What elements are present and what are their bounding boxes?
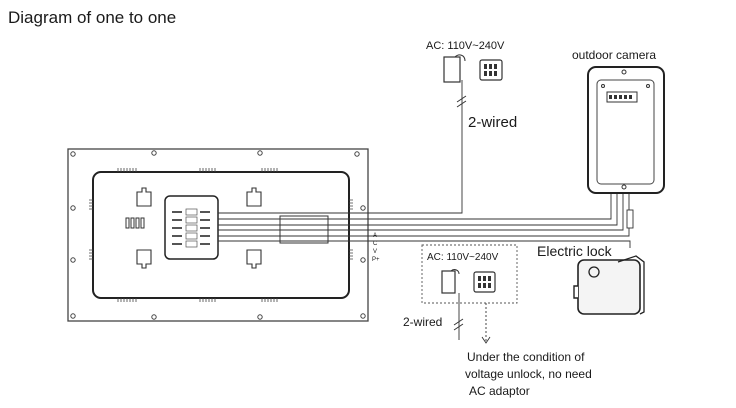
terminal-letter-p-plus: P+ (372, 257, 380, 263)
note-line-1: Under the condition of (467, 350, 585, 364)
plug-outlet-bottom (473, 271, 496, 293)
adaptor-body-top (443, 56, 461, 83)
mounting-tabs (136, 187, 262, 269)
terminal-letter-c: C (373, 241, 378, 247)
note-line-3: AC adaptor (469, 384, 530, 398)
diagram-title: Diagram of one to one (8, 8, 176, 27)
ac-label-bottom: AC: 110V~240V (427, 252, 499, 263)
terminal-letters: A C V P+ (372, 233, 380, 263)
terminal-letter-v: V (373, 249, 377, 255)
mounting-holes (70, 150, 366, 320)
lock-keyhole (588, 266, 600, 278)
ac-adaptor-top: AC: 110V~240V (426, 40, 505, 83)
monitor-inner-frame (92, 171, 350, 299)
outdoor-camera: outdoor camera (572, 48, 665, 194)
terminal-block (164, 195, 219, 260)
camera-inner-plate (596, 79, 655, 185)
note-line-2: voltage unlock, no need (465, 367, 592, 381)
lock-body (577, 259, 641, 315)
frame-edge-marks (89, 168, 353, 302)
ac-adaptor-bottom: AC: 110V~240V 2-wired (403, 244, 518, 344)
electric-lock: Electric lock (537, 243, 645, 315)
two-wired-label-bottom: 2-wired (403, 315, 442, 329)
vent-slots (125, 217, 145, 229)
two-wired-marks-top (456, 95, 467, 108)
ac-label-top: AC: 110V~240V (426, 40, 505, 52)
indoor-monitor: A C V P+ (67, 148, 380, 322)
two-wired-label-top: 2-wired (468, 114, 517, 131)
note-text: Under the condition of voltage unlock, n… (465, 350, 592, 398)
outdoor-camera-label: outdoor camera (572, 48, 656, 62)
electric-lock-label: Electric lock (537, 243, 613, 259)
plug-outlet-top (479, 59, 503, 81)
dashed-optional-box (421, 244, 518, 304)
adaptor-body-bottom (441, 270, 456, 294)
cable-connector-box (279, 215, 329, 244)
